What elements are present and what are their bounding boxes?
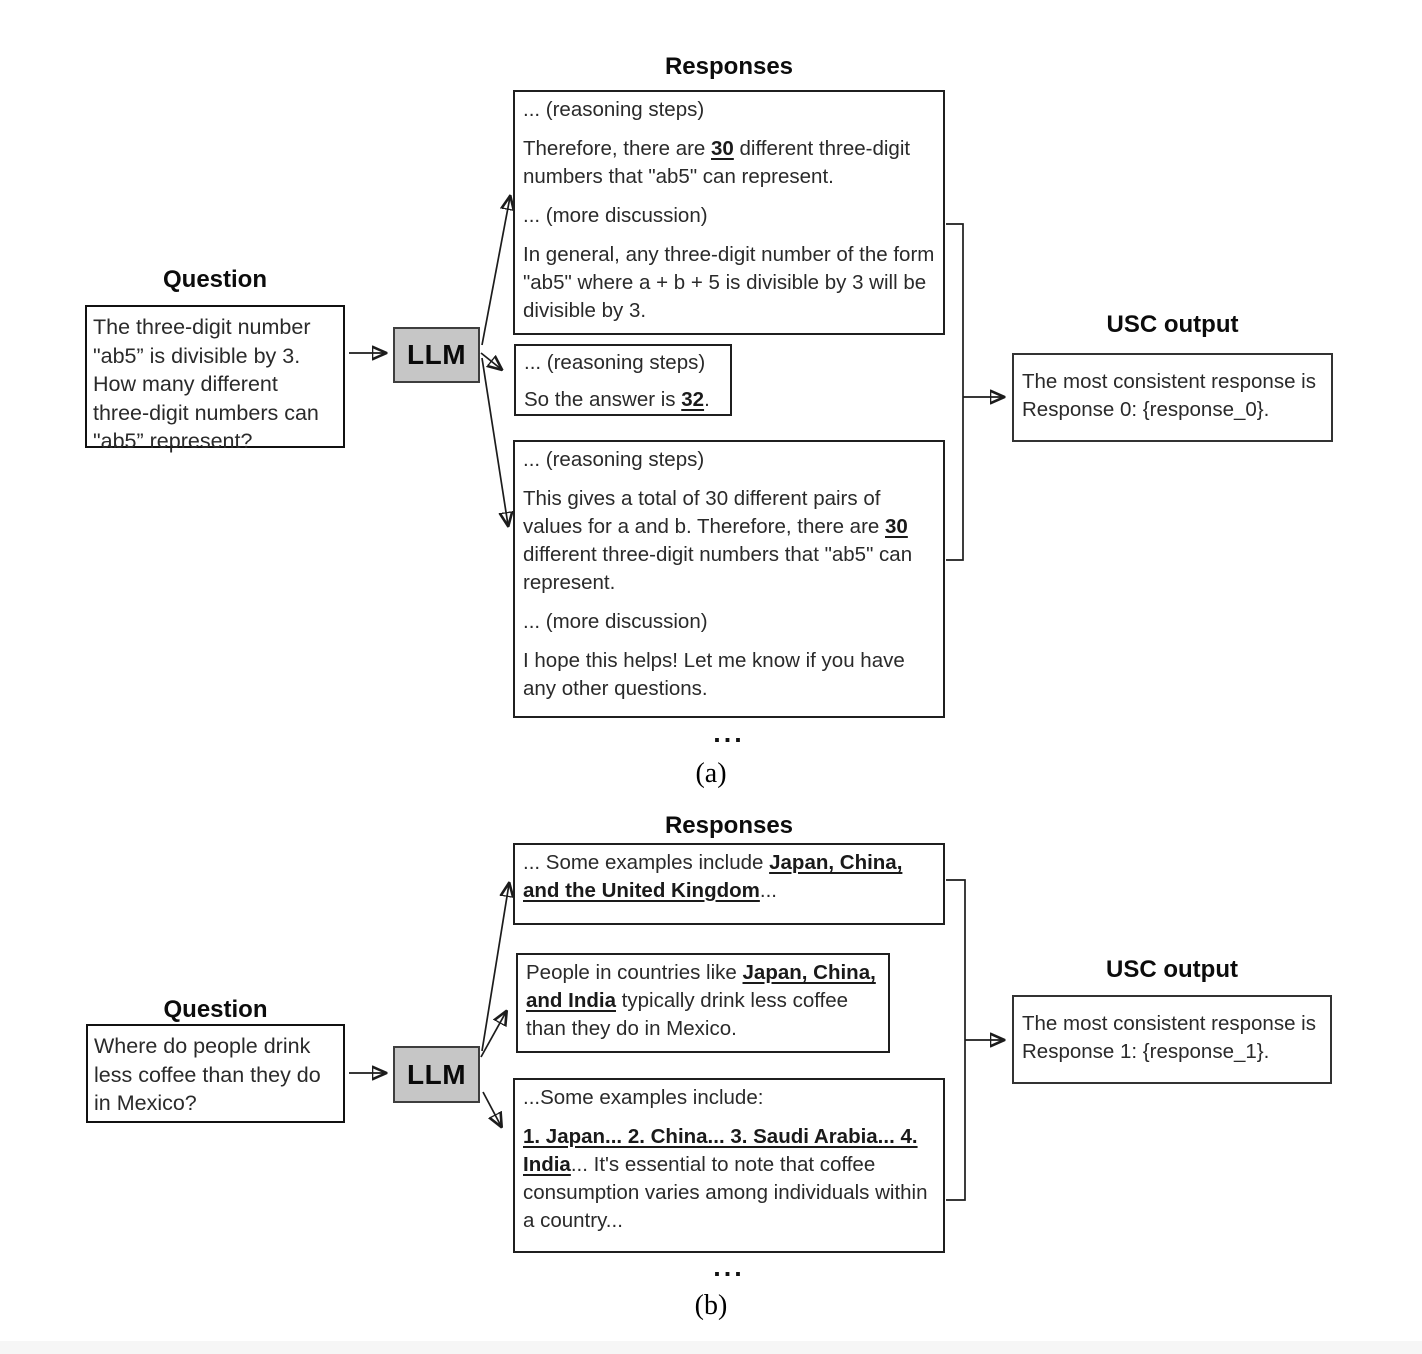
usc-output-heading-a: USC output (1106, 311, 1239, 338)
subfigure-caption-a: (a) (695, 758, 727, 789)
question-heading-a: Question (162, 266, 267, 293)
response-a3-reasoning: ... (reasoning steps) (523, 448, 705, 471)
arrow-llm-to-response1-b (481, 884, 509, 1052)
response-a2-answer: So the answer is 32. (524, 388, 710, 411)
response-b1-countries: Japan, China, and the United Kingdom (523, 851, 903, 902)
response-b3-intro: ...Some examples include: (523, 1086, 764, 1109)
arrow-llm-to-response3-a (481, 357, 508, 525)
usc-output-heading-b: USC output (1106, 956, 1238, 983)
response-b1-text: ... Some examples include Japan, China, … (523, 851, 903, 902)
bracket-responses-b (946, 879, 966, 1201)
response-a1-discussion: ... (more discussion) (523, 204, 708, 227)
response-a2-reasoning: ... (reasoning steps) (524, 351, 706, 374)
response-b2-countries: Japan, China, and India (526, 961, 876, 1012)
response-box-b1: ... Some examples include Japan, China, … (513, 843, 945, 925)
response-a3-closing: I hope this helps! Let me know if you ha… (523, 649, 905, 700)
response-b2-text: People in countries like Japan, China, a… (526, 961, 876, 1040)
response-b3-countries: 1. Japan... 2. China... 3. Saudi Arabia.… (523, 1125, 918, 1176)
question-box-b: Where do people drink less coffee than t… (86, 1024, 345, 1123)
usc-output-box-a: The most consistent response is Response… (1012, 353, 1333, 442)
llm-box-a: LLM (393, 327, 480, 383)
response-a3-discussion: ... (more discussion) (523, 610, 708, 633)
usc-output-box-b: The most consistent response is Response… (1012, 995, 1332, 1084)
response-a3-answer: This gives a total of 30 different pairs… (523, 487, 913, 594)
response-box-a3: ... (reasoning steps) This gives a total… (513, 440, 945, 718)
arrow-llm-to-response1-a (481, 197, 510, 346)
subfigure-caption-b: (b) (694, 1290, 728, 1321)
response-a1-general: In general, any three-digit number of th… (523, 243, 935, 322)
responses-heading-a: Responses (664, 53, 794, 80)
question-box-a: The three-digit number "ab5” is divisibl… (85, 305, 345, 453)
page-edge-strip (0, 1341, 1422, 1354)
response-box-b2: People in countries like Japan, China, a… (516, 953, 890, 1053)
response-a2-answer-value: 32 (681, 388, 705, 411)
more-responses-ellipsis-b: ... (713, 1252, 745, 1282)
response-b3-list: 1. Japan... 2. China... 3. Saudi Arabia.… (523, 1125, 928, 1232)
more-responses-ellipsis-a: ... (713, 718, 745, 748)
responses-heading-b: Responses (664, 812, 794, 839)
response-a1-answer-value: 30 (711, 137, 734, 160)
response-a1-answer: Therefore, there are 30 different three-… (523, 137, 911, 188)
arrow-llm-to-response2-b (480, 1012, 506, 1058)
response-a3-answer-value: 30 (885, 515, 908, 538)
response-box-a1: ... (reasoning steps) Therefore, there a… (513, 90, 945, 335)
question-heading-b: Question (163, 996, 268, 1023)
llm-box-b: LLM (393, 1046, 480, 1103)
arrow-llm-to-response3-b (482, 1091, 501, 1126)
response-box-b3: ...Some examples include: 1. Japan... 2.… (513, 1078, 945, 1253)
arrow-llm-to-response2-a (480, 352, 501, 369)
bracket-responses-a (946, 223, 964, 561)
response-box-a2: ... (reasoning steps) So the answer is 3… (514, 344, 732, 416)
response-a1-reasoning: ... (reasoning steps) (523, 98, 705, 121)
